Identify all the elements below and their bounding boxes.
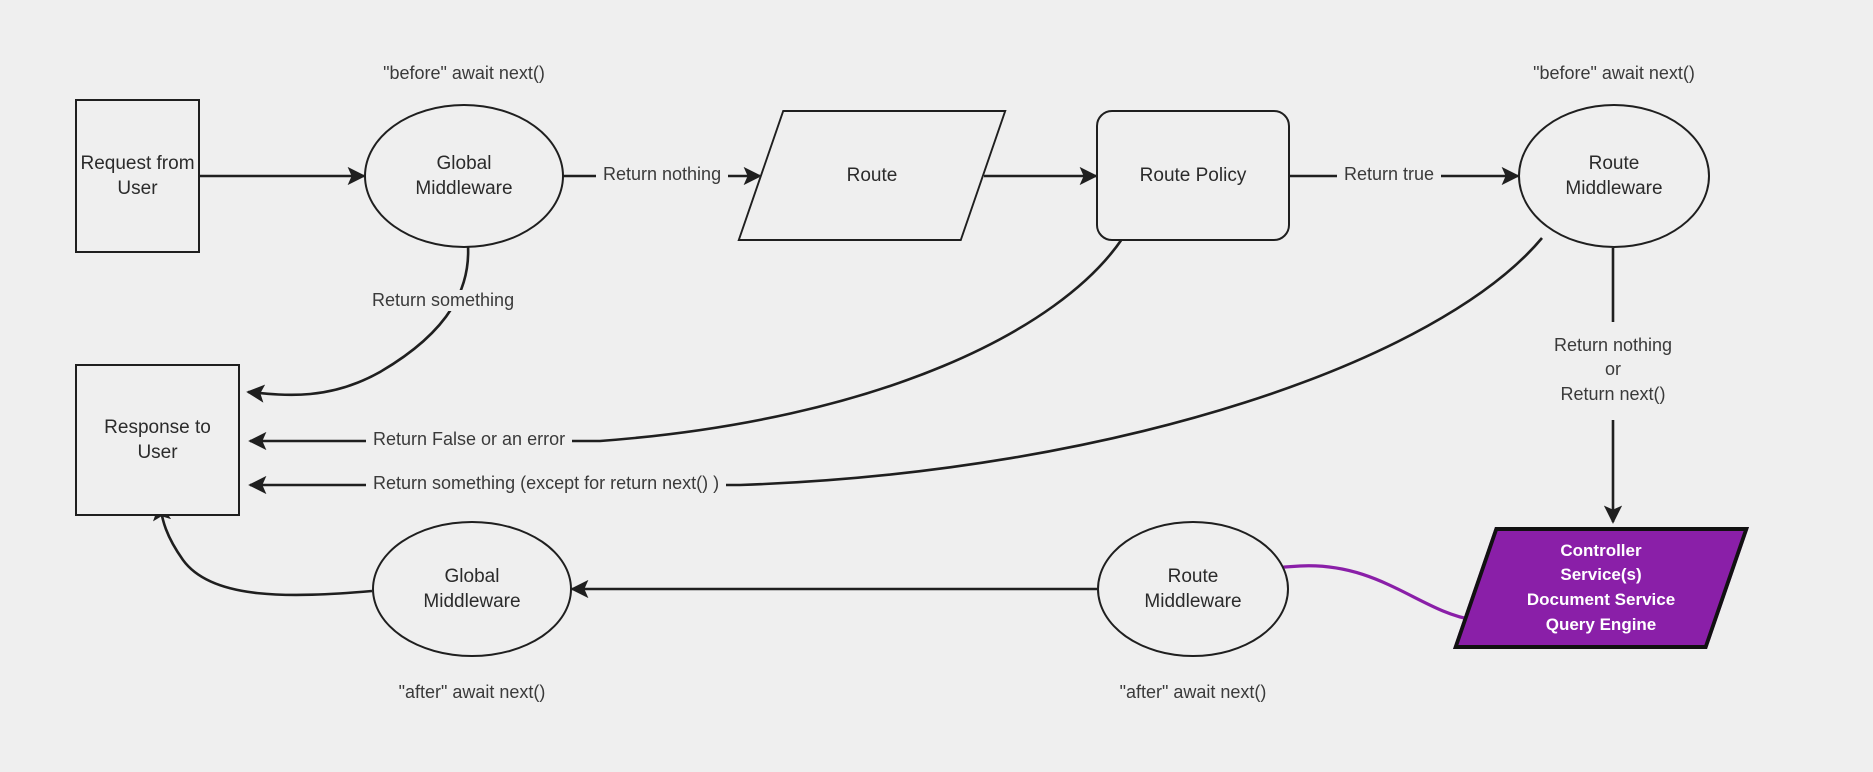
node-route-policy[interactable]: Route Policy <box>1096 110 1290 241</box>
node-response-to-user-label: Response to User <box>104 416 211 463</box>
edge-global-middleware-bottom-to-response <box>153 502 373 597</box>
node-global-middleware-bottom-label: Global Middleware <box>423 565 521 612</box>
edge-route-policy-to-response <box>248 238 1124 451</box>
edge-label-return-nothing: Return nothing <box>596 164 729 185</box>
node-route-policy-label: Route Policy <box>1139 164 1247 186</box>
node-route-middleware-top[interactable]: Route Middleware <box>1518 104 1710 248</box>
node-global-middleware-top-label: Global Middleware <box>415 152 513 199</box>
node-route[interactable]: Route <box>737 110 1007 241</box>
node-route-middleware-top-label: Route Middleware <box>1565 152 1663 199</box>
edge-label-return-false-or-error: Return False or an error <box>366 429 573 450</box>
route-parallelogram-shape <box>737 110 1007 241</box>
node-response-to-user[interactable]: Response to User <box>75 364 240 516</box>
node-route-middleware-bottom-label: Route Middleware <box>1144 565 1242 612</box>
edge-label-return-something-except-next: Return something (except for return next… <box>366 473 727 494</box>
caption-after-await-next-route-middleware: "after" await next() <box>1119 682 1267 702</box>
edge-global-middleware-to-response <box>246 245 470 403</box>
node-global-middleware-top[interactable]: Global Middleware <box>364 104 564 248</box>
node-global-middleware-bottom[interactable]: Global Middleware <box>372 521 572 657</box>
controller-parallelogram-shape <box>1452 527 1750 649</box>
node-controller-service[interactable]: Controller Service(s) Document Service Q… <box>1452 527 1750 649</box>
node-route-middleware-bottom[interactable]: Route Middleware <box>1097 521 1289 657</box>
caption-before-await-next-route-middleware: "before" await next() <box>1533 63 1695 83</box>
caption-return-nothing-or-return-next: Return nothing or Return next() <box>1553 335 1673 404</box>
edge-label-return-true: Return true <box>1337 164 1442 185</box>
caption-after-await-next-global: "after" await next() <box>398 682 546 702</box>
edge-label-return-something: Return something <box>365 290 522 311</box>
node-request-from-user-label: Request from User <box>80 152 195 199</box>
node-request-from-user[interactable]: Request from User <box>75 99 200 253</box>
caption-before-await-next-global: "before" await next() <box>383 63 545 83</box>
